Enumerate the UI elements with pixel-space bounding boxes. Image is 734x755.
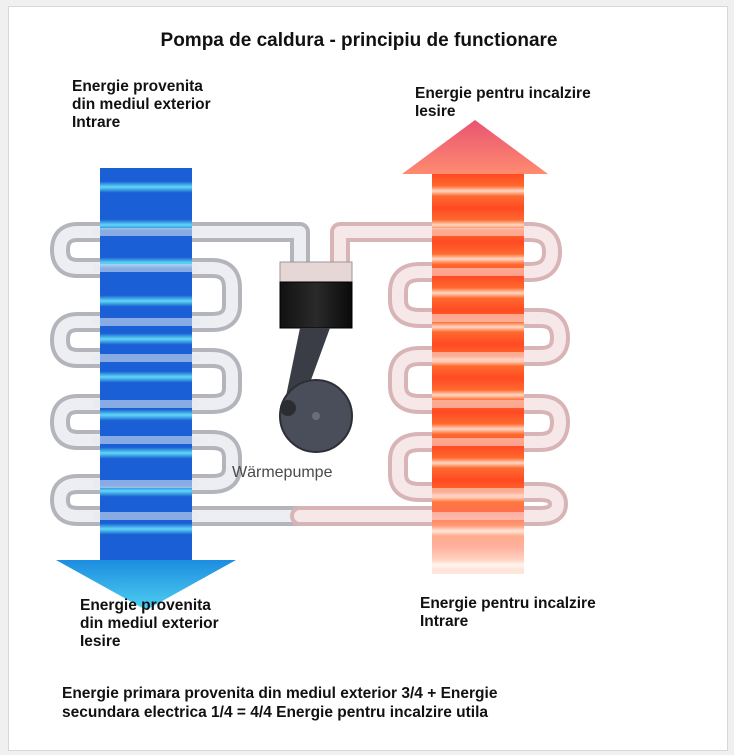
label-line: Energie pentru incalzire xyxy=(420,595,596,612)
label-line: Iesire xyxy=(80,632,121,650)
compressor xyxy=(279,261,353,453)
cold-coil xyxy=(50,222,310,526)
caption-line: secundara electrica 1/4 = 4/4 Energie pe… xyxy=(62,704,489,722)
label-line: Energie provenita xyxy=(80,597,211,614)
caption-line: Energie primara provenita din mediul ext… xyxy=(62,685,498,702)
label-line: din mediul exterior xyxy=(80,614,219,632)
label-outdoor-energy-output: Energie provenita din mediul exterior Ie… xyxy=(80,597,219,650)
hot-arrow-head xyxy=(402,120,548,174)
label-outdoor-energy-input: Energie provenita din mediul exterior In… xyxy=(72,78,211,131)
hot-coil xyxy=(290,222,570,526)
hot-energy-arrow xyxy=(402,120,548,574)
label-line: Iesire xyxy=(415,102,456,120)
label-heating-energy-output: Energie pentru incalzire Iesire xyxy=(415,85,591,121)
label-line: Intrare xyxy=(72,113,121,131)
label-line: Energie pentru incalzire xyxy=(415,85,591,102)
energy-balance-caption: Energie primara provenita din mediul ext… xyxy=(62,684,497,723)
cold-arrow-head xyxy=(56,560,236,610)
label-heating-energy-input: Energie pentru incalzire Intrare xyxy=(420,595,596,631)
diagram-title: Pompa de caldura - principiu de function… xyxy=(160,30,558,51)
label-line: Energie provenita xyxy=(72,78,203,95)
pump-label: Wärmepumpe xyxy=(232,464,333,481)
label-line: din mediul exterior xyxy=(72,95,211,113)
label-line: Intrare xyxy=(420,612,469,630)
